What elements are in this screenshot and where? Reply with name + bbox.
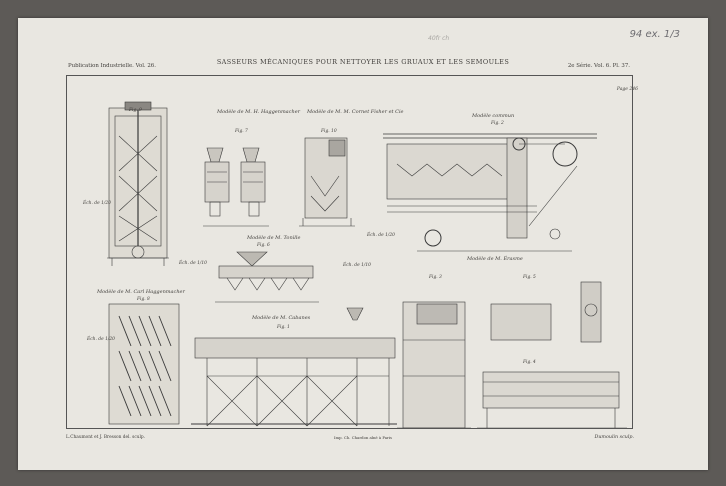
plate-frame: Modèle de M. H. Haggenmacher Modèle de M…	[66, 75, 633, 429]
engraver-credit-left: L.Chaumont et J. Bresson del. sculp.	[66, 435, 146, 440]
caption-carl: Modèle de M. Carl Haggenmacher	[97, 289, 185, 295]
plate-title: SASSEURS MÉCANIQUES POUR NETTOYER LES GR…	[216, 58, 510, 66]
figure-2-drawing	[383, 133, 597, 252]
figure-10-label: Fig. 10	[321, 129, 337, 134]
figure-6-label: Fig. 6	[257, 243, 270, 248]
scale-note: Éch. de 1/20	[83, 201, 111, 206]
figure-3-drawing	[397, 301, 471, 428]
figure-2-label: Fig. 2	[491, 121, 504, 126]
figure-1-label: Fig. 1	[277, 325, 290, 330]
figure-5-label: Fig. 5	[523, 275, 536, 280]
figure-4-5-drawing	[477, 281, 627, 428]
figure-8-label: Fig. 8	[137, 297, 150, 302]
figure-9-label: Fig. 9	[129, 108, 142, 113]
scale-note: Éch. de 1/20	[367, 233, 395, 238]
figure-7-drawing	[203, 147, 269, 227]
caption-erasme: Modèle de M. Érasme	[467, 256, 523, 262]
caption-cornet: Modèle de M. M. Cornet Fisher et Cie	[307, 109, 404, 115]
caption-haggenmacher: Modèle de M. H. Haggenmacher	[217, 109, 301, 115]
scale-note: Éch. de 1/10	[179, 261, 207, 266]
page-reference: Page 246	[616, 87, 638, 92]
printer-credit: Imp. Ch. Chardon aîné à Paris	[334, 435, 392, 440]
caption-commun: Modèle commun	[472, 113, 515, 119]
figure-4-label: Fig. 4	[523, 360, 536, 365]
caption-cabanes: Modèle de M. Cabanes	[252, 315, 311, 321]
figure-8-drawing	[108, 303, 180, 425]
publication-label: Publication Industrielle. Vol. 26.	[68, 63, 156, 69]
figure-9-drawing	[107, 101, 169, 266]
pencil-faint-note: 40fr ch	[428, 35, 450, 42]
figure-6-drawing	[215, 251, 319, 303]
scale-note: Éch. de 1/20	[87, 337, 115, 342]
paper-sheet: 40fr ch 94 ex. 1/3 SASSEURS MÉCANIQUES P…	[18, 18, 708, 470]
figure-1-drawing	[191, 307, 397, 427]
engraver-credit-right: Dumoulin sculp.	[594, 435, 634, 440]
figure-3-label: Fig. 3	[429, 275, 442, 280]
caption-tonille: Modèle de M. Tonille	[247, 235, 301, 241]
scale-note: Éch. de 1/10	[343, 263, 371, 268]
series-label: 2e Série. Vol. 6. Pl. 37.	[567, 63, 630, 69]
pencil-annotation: 94 ex. 1/3	[629, 29, 680, 40]
figure-10-drawing	[299, 137, 355, 227]
engraving-drawing	[107, 101, 627, 428]
figure-7-label: Fig. 7	[235, 129, 248, 134]
